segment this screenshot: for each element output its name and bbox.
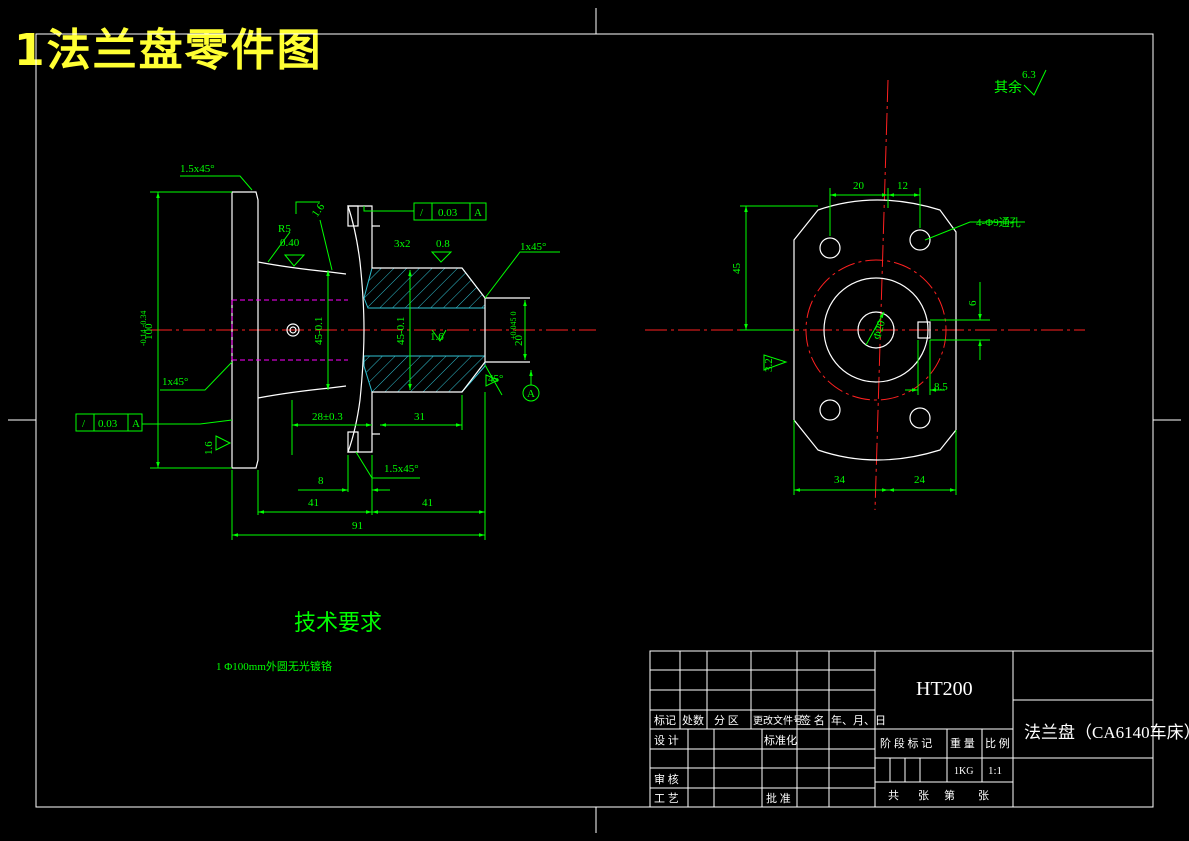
datum-a-label: A — [527, 388, 535, 400]
flatness-value: 0.03 — [438, 207, 458, 219]
chamfer-right-label: 1x45° — [520, 241, 546, 253]
process-label: 工 艺 — [654, 792, 679, 805]
slant-rough-label: 1.6 — [310, 201, 328, 220]
holes-note-label: 4-Φ9通孔 — [976, 216, 1021, 229]
chamfer-bottom-label: 1.5x45° — [384, 463, 419, 475]
angle-45-label: 45° — [488, 373, 503, 385]
bolt-circle — [805, 259, 947, 401]
roughness-symbols — [215, 251, 500, 451]
dim-24-label: 24 — [914, 474, 926, 486]
h-sign: 签 名 — [800, 713, 825, 727]
dim-45-r-label: 45 — [731, 263, 743, 275]
rough-16-mid-label: 1.6 — [430, 331, 444, 343]
material-label: HT200 — [916, 678, 973, 700]
tech-req-item-1: 1 Φ100mm外圆无光镀铬 — [216, 659, 332, 673]
bore-label: Φ20 — [871, 319, 888, 341]
weight-value: 1KG — [954, 766, 973, 777]
sheet-total-unit: 张 — [918, 789, 929, 802]
radius-rough-label: 0.40 — [280, 237, 300, 249]
runout-value: 0.03 — [98, 418, 118, 430]
front-section-view: 1.5x45° R5 0.40 1.6 / 0.03 A 3x2 0.8 1x4… — [75, 163, 596, 673]
h-docno: 更改文件号 — [753, 714, 803, 727]
runout-frame — [75, 413, 143, 432]
tol-20-label: +0.045 0 — [509, 311, 518, 340]
weight-label: 重 量 — [950, 736, 975, 750]
dim-45-mid-label: 45-0.1 — [395, 317, 407, 345]
dim-28-label: 28±0.3 — [312, 411, 343, 423]
dim-12-label: 12 — [897, 180, 908, 192]
flatness-frame — [413, 202, 487, 221]
h-mark: 标记 — [654, 713, 676, 727]
rough-08-label: 0.8 — [436, 238, 450, 250]
end-view: 其余 6.3 20 12 4-Φ9通孔 45 Φ20 6 3.2 8.5 34 … — [645, 69, 1085, 511]
scale-value: 1:1 — [988, 765, 1002, 777]
tech-req-title: 技术要求 — [294, 610, 382, 635]
chamfer-left-label: 1x45° — [162, 376, 188, 388]
runout-symbol: / — [82, 418, 86, 430]
rough-32-label: 3.2 — [763, 358, 775, 372]
rest-roughness-value: 6.3 — [1022, 69, 1036, 81]
sheet-total: 共 — [888, 789, 899, 802]
radius-label: R5 — [278, 223, 291, 235]
sheet-no-unit: 张 — [978, 789, 989, 802]
part-name-label: 法兰盘（CA6140车床） — [1024, 723, 1189, 742]
dim-41-left-label: 41 — [308, 497, 319, 509]
runout-datum: A — [132, 418, 140, 430]
h-zone: 分 区 — [714, 714, 739, 727]
dim-85-label: 8.5 — [934, 381, 948, 393]
dim-34-label: 34 — [834, 474, 846, 486]
review-label: 审 核 — [654, 772, 679, 786]
tol-100-label: -0.14 -0.34 — [139, 311, 148, 346]
drawing-frame — [8, 8, 1181, 833]
dim-41-right-label: 41 — [422, 497, 433, 509]
stage-mark-label: 阶 段 标 记 — [880, 736, 932, 750]
scale-label: 比 例 — [985, 736, 1010, 750]
dim-20-label: 20 — [513, 335, 525, 347]
dimension-lines — [142, 175, 560, 540]
dim-8-label: 8 — [318, 475, 324, 487]
standardize-label: 标准化 — [764, 733, 797, 747]
flatness-symbol: / — [420, 207, 424, 219]
dim-31-label: 31 — [414, 411, 425, 423]
design-label: 设 计 — [654, 734, 679, 747]
flatness-datum: A — [474, 207, 482, 219]
title-block — [649, 650, 1154, 808]
dim-45-left-label: 45-0.1 — [313, 317, 325, 345]
h-count: 处数 — [682, 714, 704, 727]
centerline-vertical — [874, 79, 889, 511]
rough-16-left-label: 1.6 — [203, 441, 215, 455]
chamfer-top-label: 1.5x45° — [180, 163, 215, 175]
groove-label: 3x2 — [394, 238, 411, 250]
dim-100-label: 100 — [143, 323, 155, 340]
h-date: 年、月、日 — [831, 713, 886, 727]
dim-6-label: 6 — [967, 300, 979, 306]
sheet-no: 第 — [944, 788, 955, 802]
dim-20-r-label: 20 — [853, 180, 865, 192]
rest-roughness-label: 其余 — [994, 79, 1022, 96]
dim-91-label: 91 — [352, 520, 363, 532]
approve-label: 批 准 — [766, 791, 791, 805]
